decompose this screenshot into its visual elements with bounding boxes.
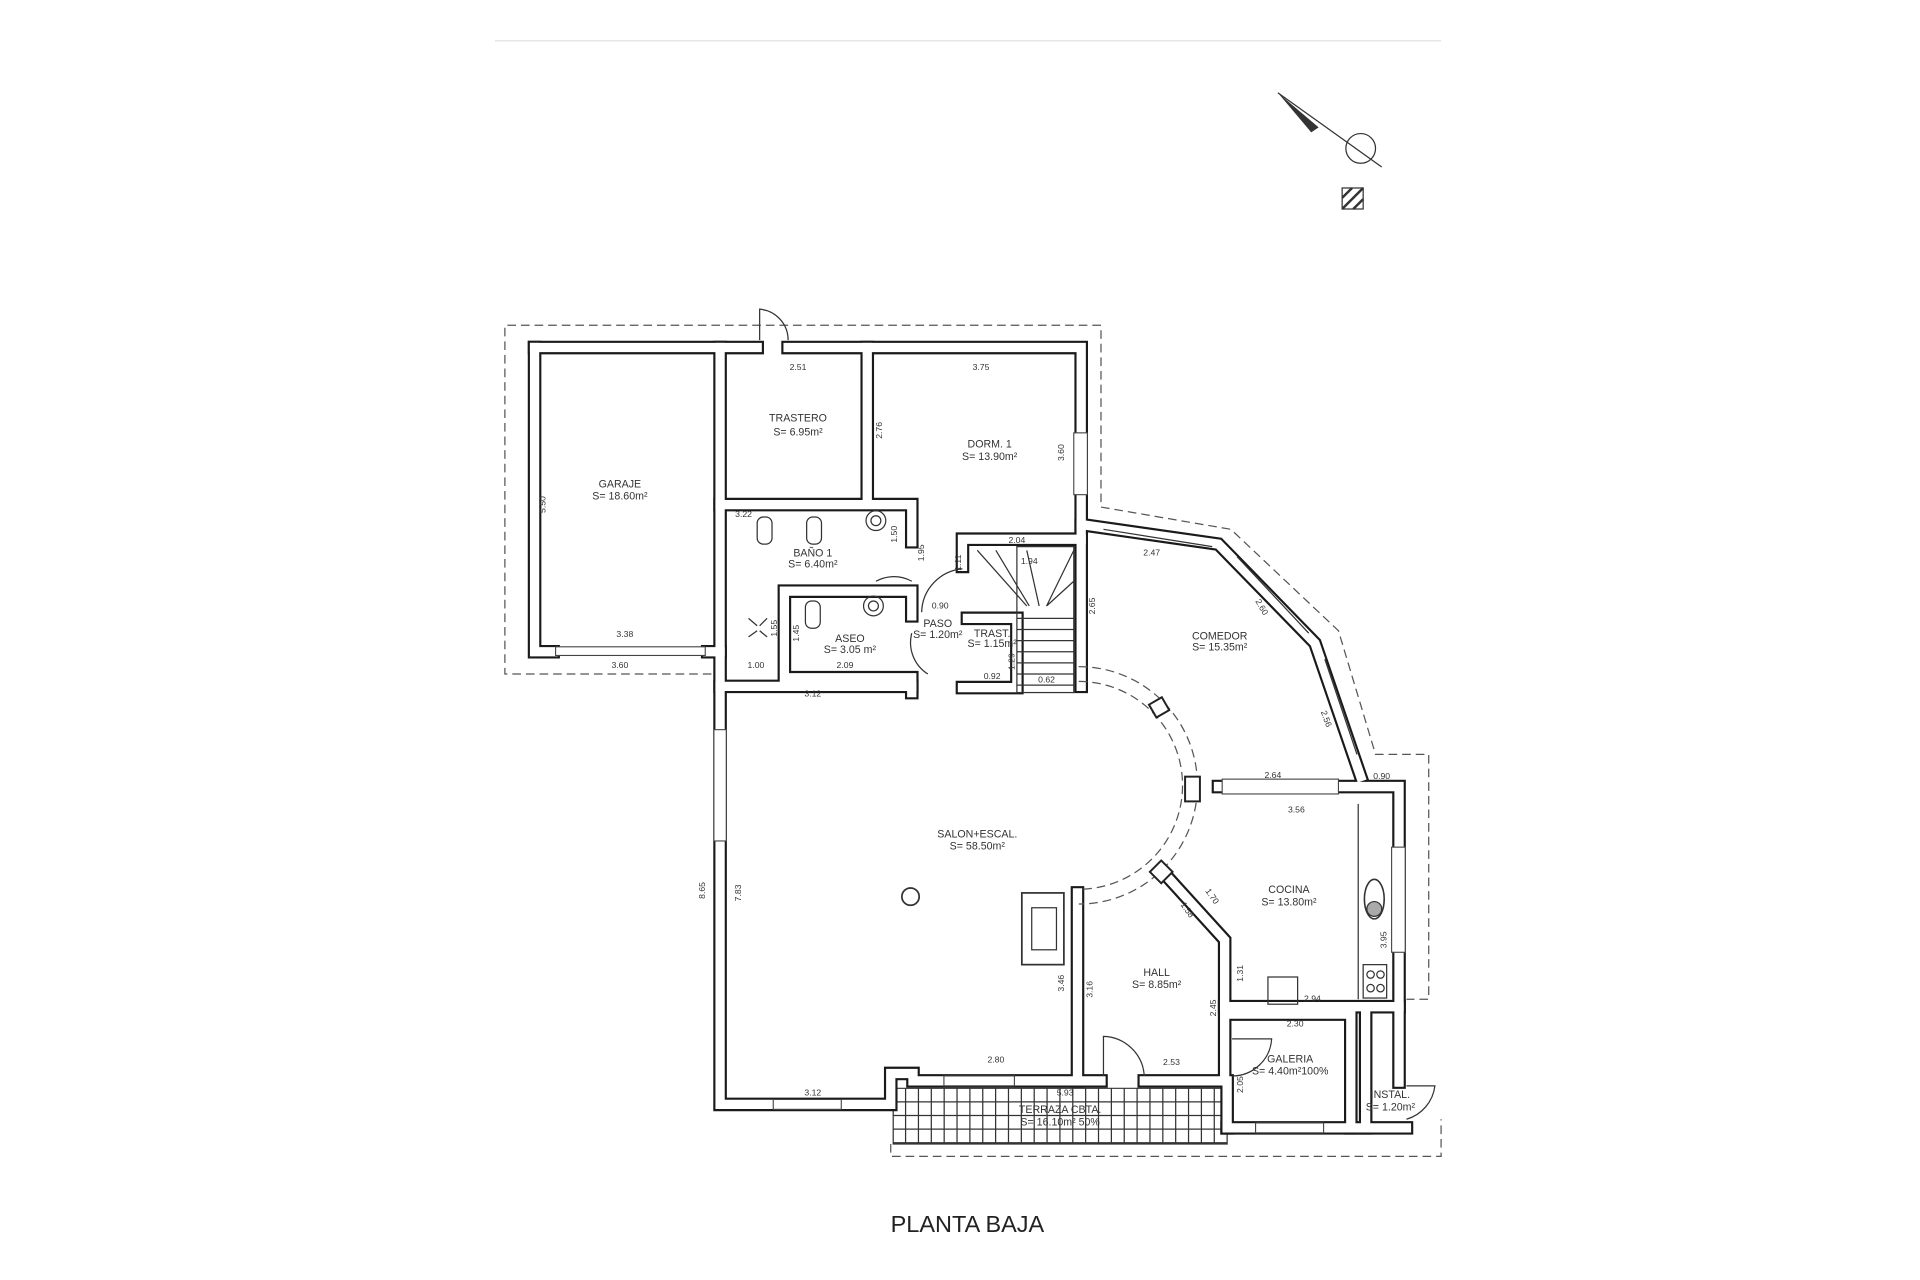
dimension: 2.09 [837,660,854,670]
dimension: 3.12 [804,688,821,698]
dimension: 1.11 [953,554,963,570]
north-arrow-icon [1277,92,1383,210]
dimension: 2.30 [1287,1018,1304,1028]
dimension: 2.94 [1304,994,1321,1004]
dimension: 3.60 [1056,444,1066,461]
dimension: 2.80 [987,1054,1004,1064]
dimension: 2.64 [1264,770,1281,780]
room-name-comedor: COMEDOR [1192,630,1248,642]
dimensions: 2.51 3.75 2.76 3.60 5.50 3.22 1.50 1.95 … [538,362,1391,1098]
dimension: 3.46 [1056,975,1066,992]
dimension: 2.65 [1087,597,1097,614]
doors [759,308,1436,1120]
plot-outline [504,324,1442,1157]
dimension: 3.38 [616,629,633,639]
room-name-salon: SALON+ESCAL. [937,828,1017,840]
dimension: 2.76 [874,422,884,439]
room-area-comedor: S= 15.35m² [1192,642,1248,654]
room-labels: TRASTERO S= 6.95m² GARAJE S= 18.60m² DOR… [592,413,1415,1129]
dimension: 0.90 [932,600,949,610]
room-name-hall: HALL [1143,967,1170,979]
dimension: 1.70 [1203,886,1221,906]
dimension: 2.05 [1235,1076,1245,1093]
dimension: 3.56 [1288,805,1305,815]
room-area-dorm1: S= 13.90m² [962,451,1018,463]
room-area-trast: S= 1.15m² [967,638,1017,650]
room-area-salon: S= 58.50m² [950,841,1006,853]
dimension: 1.31 [1235,965,1245,982]
room-area-aseo: S= 3.05 m² [824,644,877,656]
dimension: 1.29 [1006,653,1016,670]
curved-wall [1078,665,1201,905]
room-name-paso: PASO [923,618,952,630]
room-name-aseo: ASEO [835,633,865,645]
dimension: 1.94 [1021,556,1038,566]
room-area-cocina: S= 13.80m² [1261,896,1317,908]
room-name-terraza: TERRAZA CBTA. [1019,1104,1101,1116]
room-name-bano1: BAÑO 1 [793,547,832,560]
dimension: 1.45 [791,625,801,642]
room-area-garaje: S= 18.60m² [592,491,648,503]
walls [527,340,1414,1135]
terrace-tiles [892,1087,1228,1145]
dimension: 1.50 [889,526,899,543]
room-area-galeria: S= 4.40m²100% [1252,1066,1329,1078]
dimension: 7.83 [733,884,743,901]
room-name-trastero: TRASTERO [769,413,827,425]
dimension: 3.75 [973,362,990,372]
dimension: 3.95 [1379,931,1389,948]
dimension: 5.50 [538,496,548,513]
dimension: 2.51 [790,362,807,372]
dimension: 8.65 [697,882,707,899]
dimension: 1.00 [748,660,765,670]
room-name-instal: INSTAL. [1371,1089,1410,1101]
room-name-cocina: COCINA [1268,884,1310,896]
dimension: 1.95 [916,544,926,561]
room-area-trastero: S= 6.95m² [773,426,823,438]
dimension: 0.92 [984,671,1001,681]
dimension: 2.45 [1208,999,1218,1016]
room-area-paso: S= 1.20m² [913,629,963,641]
dimension: 3.16 [1084,981,1094,998]
room-name-dorm1: DORM. 1 [968,439,1012,451]
dimension: 3.22 [735,509,752,519]
dimension: 3.60 [611,660,628,670]
dimension: 2.04 [1008,535,1025,545]
room-name-trast: TRAST. [974,628,1011,640]
dimension: 0.62 [1038,675,1055,685]
staircase [976,546,1075,694]
fixtures [748,510,1388,1005]
dimension: 2.53 [1163,1057,1180,1067]
windows [555,432,1406,1134]
room-area-terraza: S= 16.10m² 50% [1020,1116,1100,1128]
room-name-galeria: GALERIA [1267,1053,1314,1065]
room-area-bano1: S= 6.40m² [788,559,838,571]
dimension: 3.12 [804,1088,821,1098]
room-area-hall: S= 8.85m² [1132,979,1182,991]
dimension: 2.47 [1143,547,1160,557]
room-name-garaje: GARAJE [599,478,642,490]
dimension: 0.90 [1373,771,1390,781]
room-area-instal: S= 1.20m² [1366,1102,1416,1114]
dimension: 5.93 [1057,1088,1074,1098]
plan-title: PLANTA BAJA [891,1211,1045,1237]
dimension: 1.55 [769,620,779,637]
